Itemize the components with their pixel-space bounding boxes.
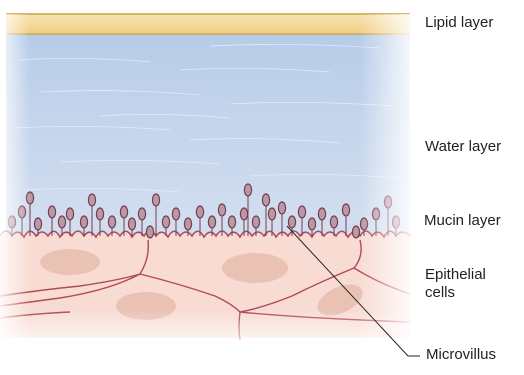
mucin-molecule xyxy=(172,208,179,220)
mucin-molecule xyxy=(138,208,145,220)
mucin-molecule xyxy=(120,206,127,218)
mucin-molecule xyxy=(96,208,103,220)
mucin-molecule xyxy=(152,194,159,206)
mucin-molecule xyxy=(66,208,73,220)
water-layer-label: Water layer xyxy=(425,138,501,156)
mucin-molecule xyxy=(146,226,153,238)
mucin-molecule xyxy=(208,216,215,228)
mucin-molecule xyxy=(244,184,251,196)
mucin-molecule xyxy=(278,202,285,214)
mucin-molecule xyxy=(88,194,95,206)
mucin-molecule xyxy=(80,216,87,228)
mucin-molecule xyxy=(218,204,225,216)
epithelial-cells-label: Epithelial cells xyxy=(425,266,486,302)
mucin-molecule xyxy=(262,194,269,206)
lipid-layer xyxy=(6,14,410,34)
water-layer xyxy=(6,34,410,234)
mucin-molecule xyxy=(318,208,325,220)
mucin-molecule xyxy=(240,208,247,220)
mucin-molecule xyxy=(268,208,275,220)
mucin-molecule xyxy=(48,206,55,218)
mucin-molecule xyxy=(352,226,359,238)
mucin-molecule xyxy=(252,216,259,228)
mucin-molecule xyxy=(308,218,315,230)
mucin-molecule xyxy=(196,206,203,218)
mucin-molecule xyxy=(128,218,135,230)
microvillus-label: Microvillus xyxy=(426,346,496,364)
mucin-molecule xyxy=(184,218,191,230)
mucin-molecule xyxy=(228,216,235,228)
epithelial-label-line2: cells xyxy=(425,284,486,302)
lipid-layer-label: Lipid layer xyxy=(425,14,493,32)
mucin-molecule xyxy=(108,216,115,228)
mucin-molecule xyxy=(34,218,41,230)
mucin-molecule xyxy=(330,216,337,228)
mucin-layer-label: Mucin layer xyxy=(424,212,501,230)
epithelial-label-line1: Epithelial xyxy=(425,266,486,284)
mucin-molecule xyxy=(342,204,349,216)
mucin-molecule xyxy=(288,216,295,228)
mucin-molecule xyxy=(162,216,169,228)
mucin-molecule xyxy=(298,206,305,218)
mucin-molecule xyxy=(58,216,65,228)
